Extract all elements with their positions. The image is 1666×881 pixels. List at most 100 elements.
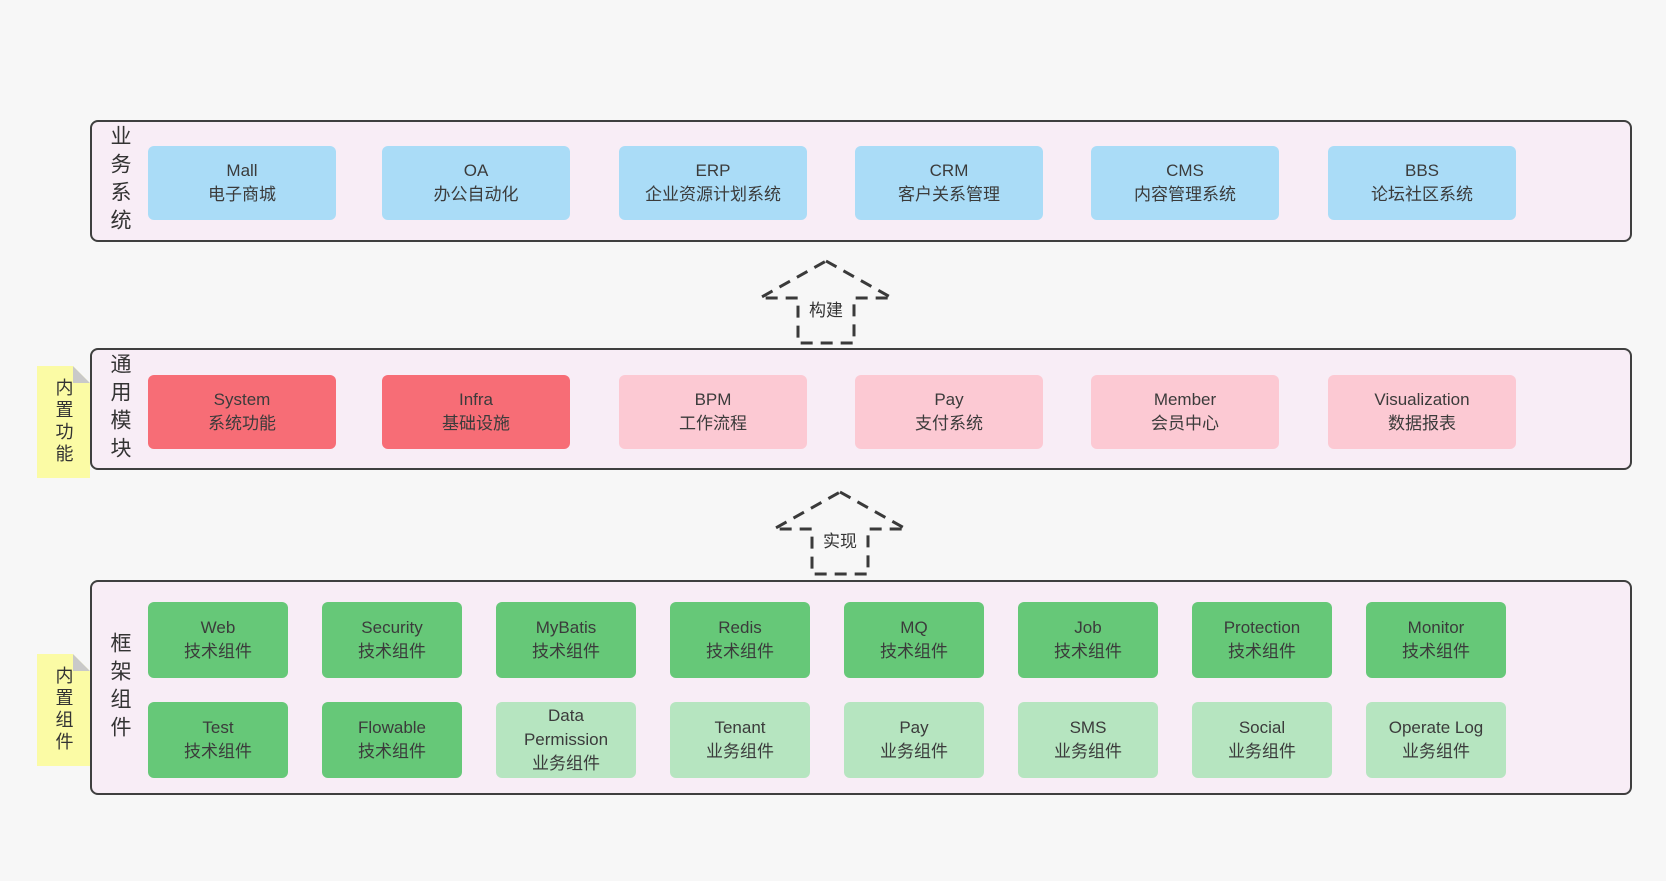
box-title: OA <box>463 160 489 180</box>
arrow-up-build: 构建 <box>756 256 896 346</box>
folded-corner-icon <box>73 366 90 383</box>
layer-components-label: 框架组件 <box>108 631 131 744</box>
sticky-note-builtin-functions: 内置功能 <box>37 366 90 478</box>
box-subtitle: 技术组件 <box>1054 642 1122 661</box>
box-subtitle: 业务组件 <box>1054 742 1122 761</box>
box-subtitle: 技术组件 <box>880 642 948 661</box>
layer-common-modules: 通用模块 System 系统功能 Infra 基础设施 BPM 工作流程 Pay… <box>90 348 1632 470</box>
box-oa: OA 办公自动化 <box>382 146 570 220</box>
box-erp: ERP 企业资源计划系统 <box>619 146 807 220</box>
box-subtitle: 会员中心 <box>1151 414 1219 433</box>
box-social: Social 业务组件 <box>1192 702 1332 778</box>
box-title: Security <box>361 617 423 637</box>
box-sms: SMS 业务组件 <box>1018 702 1158 778</box>
box-subtitle: 技术组件 <box>1228 642 1296 661</box>
layer-modules-label: 通用模块 <box>108 353 131 465</box>
arrow-implement-label: 实现 <box>820 527 860 552</box>
layer-framework-components: 框架组件 Web 技术组件 Security 技术组件 MyBatis 技术组件… <box>90 580 1632 795</box>
box-member: Member 会员中心 <box>1091 375 1279 449</box>
box-title: Monitor <box>1407 617 1465 637</box>
box-subtitle: 业务组件 <box>1228 742 1296 761</box>
box-title: MyBatis <box>535 617 597 637</box>
box-title: Protection <box>1223 617 1301 637</box>
box-title: Infra <box>458 389 494 409</box>
box-web: Web 技术组件 <box>148 602 288 678</box>
box-subtitle: 技术组件 <box>706 642 774 661</box>
box-cms: CMS 内容管理系统 <box>1091 146 1279 220</box>
box-infra: Infra 基础设施 <box>382 375 570 449</box>
box-tenant: Tenant 业务组件 <box>670 702 810 778</box>
sticky-note-builtin-components: 内置组件 <box>37 654 90 766</box>
box-title: CMS <box>1166 160 1204 180</box>
box-redis: Redis 技术组件 <box>670 602 810 678</box>
box-title: Social <box>1238 717 1286 737</box>
box-title: Data Permission <box>523 705 609 749</box>
box-job: Job 技术组件 <box>1018 602 1158 678</box>
box-subtitle: 技术组件 <box>358 742 426 761</box>
box-subtitle: 业务组件 <box>1402 742 1470 761</box>
box-mall: Mall 电子商城 <box>148 146 336 220</box>
box-title: Web <box>200 617 236 637</box>
sticky-label: 内置功能 <box>53 378 74 466</box>
box-subtitle: 工作流程 <box>679 414 747 433</box>
box-subtitle: 技术组件 <box>184 642 252 661</box>
box-title: MQ <box>900 617 928 637</box>
box-bpm: BPM 工作流程 <box>619 375 807 449</box>
box-crm: CRM 客户关系管理 <box>855 146 1043 220</box>
box-protection: Protection 技术组件 <box>1192 602 1332 678</box>
box-subtitle: 数据报表 <box>1388 414 1456 433</box>
box-mybatis: MyBatis 技术组件 <box>496 602 636 678</box>
box-subtitle: 客户关系管理 <box>898 185 1000 204</box>
box-title: Test <box>202 717 234 737</box>
box-mq: MQ 技术组件 <box>844 602 984 678</box>
layer-business-label: 业务系统 <box>108 125 131 237</box>
arrow-build-label: 构建 <box>806 296 846 321</box>
box-data-permission: Data Permission 业务组件 <box>496 702 636 778</box>
box-subtitle: 业务组件 <box>532 754 600 774</box>
box-security: Security 技术组件 <box>322 602 462 678</box>
box-title: Pay <box>934 389 964 409</box>
box-title: Redis <box>718 617 762 637</box>
box-title: BPM <box>694 389 732 409</box>
box-system: System 系统功能 <box>148 375 336 449</box>
box-subtitle: 系统功能 <box>208 414 276 433</box>
box-subtitle: 业务组件 <box>880 742 948 761</box>
box-subtitle: 内容管理系统 <box>1134 185 1236 204</box>
sticky-label: 内置组件 <box>53 666 74 754</box>
dashed-up-arrow-icon <box>770 490 910 576</box>
box-subtitle: 论坛社区系统 <box>1371 185 1473 204</box>
box-title: Pay <box>899 717 929 737</box>
box-subtitle: 技术组件 <box>532 642 600 661</box>
box-visualization: Visualization 数据报表 <box>1328 375 1516 449</box>
box-subtitle: 业务组件 <box>706 742 774 761</box>
box-test: Test 技术组件 <box>148 702 288 778</box>
box-subtitle: 办公自动化 <box>433 185 519 204</box>
box-title: BBS <box>1404 160 1440 180</box>
box-title: SMS <box>1069 717 1107 737</box>
box-bbs: BBS 论坛社区系统 <box>1328 146 1516 220</box>
box-subtitle: 基础设施 <box>442 414 510 433</box>
box-subtitle: 电子商城 <box>208 185 276 204</box>
dashed-up-arrow-icon <box>756 259 896 345</box>
box-subtitle: 企业资源计划系统 <box>645 185 781 204</box>
box-title: ERP <box>695 160 731 180</box>
box-operate-log: Operate Log 业务组件 <box>1366 702 1506 778</box>
box-title: Job <box>1074 617 1102 637</box>
box-flowable: Flowable 技术组件 <box>322 702 462 778</box>
box-monitor: Monitor 技术组件 <box>1366 602 1506 678</box>
box-title: Flowable <box>357 717 427 737</box>
box-subtitle: 技术组件 <box>184 742 252 761</box>
box-subtitle: 支付系统 <box>915 414 983 433</box>
arrow-up-implement: 实现 <box>770 487 910 577</box>
box-title: Mall <box>226 160 258 180</box>
layer-business-systems: 业务系统 Mall 电子商城 OA 办公自动化 ERP 企业资源计划系统 CRM… <box>90 120 1632 242</box>
box-subtitle: 技术组件 <box>358 642 426 661</box>
box-title: Member <box>1153 389 1217 409</box>
box-title: CRM <box>929 160 969 180</box>
box-title: Visualization <box>1374 389 1470 409</box>
box-subtitle: 技术组件 <box>1402 642 1470 661</box>
box-pay-component: Pay 业务组件 <box>844 702 984 778</box>
folded-corner-icon <box>73 654 90 671</box>
box-title: System <box>213 389 271 409</box>
